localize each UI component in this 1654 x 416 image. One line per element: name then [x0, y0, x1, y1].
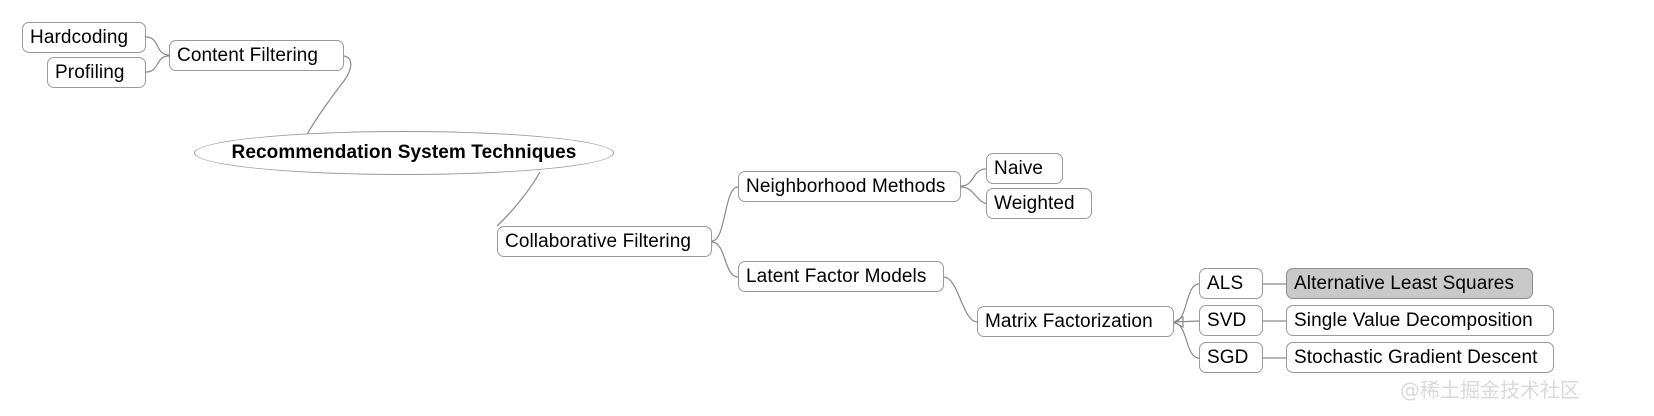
node-label: Stochastic Gradient Descent — [1294, 347, 1538, 368]
node-collab[interactable]: Collaborative Filtering — [497, 226, 712, 257]
node-label: Profiling — [55, 62, 125, 83]
edge-collab-to-latent — [711, 241, 739, 278]
node-label: Weighted — [994, 193, 1075, 214]
node-label: Matrix Factorization — [985, 311, 1153, 332]
node-naive[interactable]: Naive — [986, 153, 1063, 184]
node-svd-full[interactable]: Single Value Decomposition — [1286, 305, 1554, 336]
node-als[interactable]: ALS — [1199, 268, 1263, 299]
node-label: SGD — [1207, 347, 1249, 368]
node-label: Content Filtering — [177, 45, 319, 66]
edge-neighbor-to-naive — [960, 168, 987, 187]
edge-hardcoding-to-content — [145, 36, 170, 56]
node-sgd-full[interactable]: Stochastic Gradient Descent — [1286, 342, 1554, 373]
node-als-full[interactable]: Alternative Least Squares — [1286, 268, 1533, 299]
root-node[interactable]: Recommendation System Techniques — [194, 131, 614, 175]
node-label: Hardcoding — [30, 27, 129, 48]
edge-matrixfact-to-sgd — [1173, 322, 1200, 359]
node-label: Single Value Decomposition — [1294, 310, 1533, 331]
node-content[interactable]: Content Filtering — [169, 40, 344, 71]
node-label: SVD — [1207, 310, 1247, 331]
node-sgd[interactable]: SGD — [1199, 342, 1263, 373]
root-node-label: Recommendation System Techniques — [231, 142, 577, 163]
node-profiling[interactable]: Profiling — [47, 57, 146, 88]
edge-latent-to-matrixfact — [943, 276, 978, 323]
node-latent[interactable]: Latent Factor Models — [738, 261, 944, 292]
node-label: Latent Factor Models — [746, 266, 927, 287]
edge-matrixfact-to-als — [1173, 283, 1200, 323]
edge-profiling-to-content — [145, 55, 170, 73]
arrowhead-icon — [1172, 315, 1184, 329]
node-neighbor[interactable]: Neighborhood Methods — [738, 171, 961, 202]
node-label: ALS — [1207, 273, 1244, 294]
edge-collab-to-neighbor — [711, 186, 739, 242]
node-label: Naive — [994, 158, 1044, 179]
node-hardcoding[interactable]: Hardcoding — [22, 22, 146, 53]
node-matrixfact[interactable]: Matrix Factorization — [977, 306, 1174, 337]
node-svd[interactable]: SVD — [1199, 305, 1263, 336]
edge-matrixfact-to-svd — [1173, 320, 1200, 323]
watermark: @稀土掘金技术社区 — [1400, 378, 1580, 402]
node-label: Neighborhood Methods — [746, 176, 946, 197]
node-label: Alternative Least Squares — [1294, 273, 1515, 294]
node-label: Collaborative Filtering — [505, 231, 692, 252]
edge-root-to-collab — [496, 171, 541, 227]
node-weighted[interactable]: Weighted — [986, 188, 1092, 219]
